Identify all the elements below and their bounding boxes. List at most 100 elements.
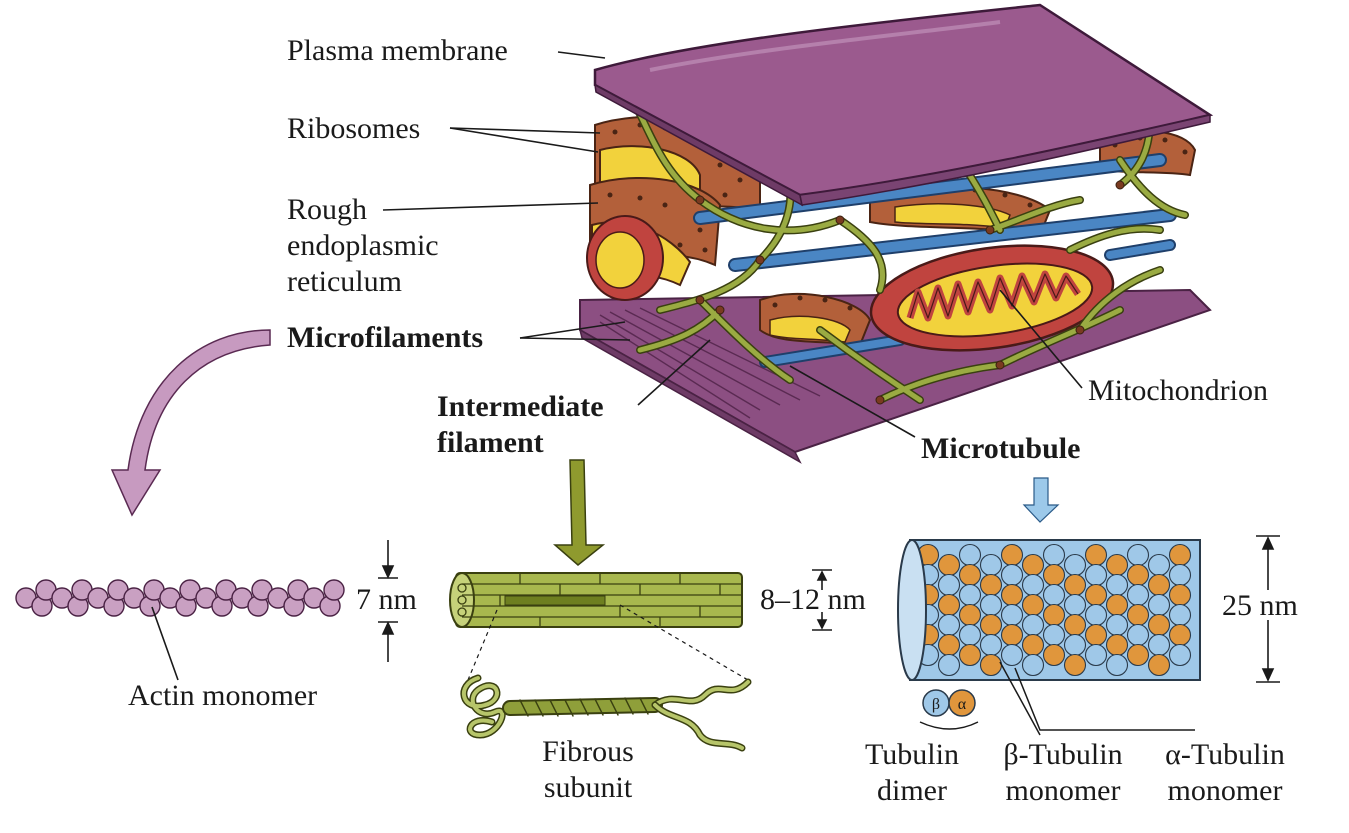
alpha-tubulin-label-line1: α-Tubulin	[1165, 738, 1285, 771]
alpha-tubulin-monomer	[1063, 573, 1087, 597]
alpha-tubulin-monomer	[1000, 543, 1024, 567]
block-microtubules	[693, 153, 1177, 368]
alpha-tubulin-monomer	[1000, 623, 1024, 647]
beta-tubulin-monomer	[1168, 603, 1192, 627]
intermediate-dimension-marks	[812, 569, 832, 631]
beta-tubulin-monomer	[979, 633, 1003, 657]
beta-tubulin-label-line2: monomer	[1005, 774, 1121, 807]
alpha-tubulin-monomer	[979, 653, 1003, 677]
beta-tubulin-monomer	[958, 543, 982, 567]
beta-tubulin-monomer	[1168, 643, 1192, 667]
alpha-tubulin-monomer	[1147, 613, 1171, 637]
beta-symbol: β	[932, 696, 940, 713]
beta-tubulin-monomer	[1063, 553, 1087, 577]
beta-tubulin-monomer	[1021, 613, 1045, 637]
alpha-tubulin-monomer	[1168, 543, 1192, 567]
beta-tubulin-monomer	[1126, 583, 1150, 607]
microtubule-cylinder	[897, 539, 1201, 681]
beta-tubulin-monomer	[1042, 583, 1066, 607]
alpha-tubulin-monomer	[1021, 633, 1045, 657]
beta-tubulin-monomer	[1000, 563, 1024, 587]
microfilaments-label: Microfilaments	[287, 321, 484, 354]
fibrous-subunit-zoom-lines	[467, 604, 749, 681]
intermediate-filament-label-line1: Intermediate	[437, 390, 604, 423]
alpha-tubulin-monomer	[1000, 583, 1024, 607]
microtubule-arrow	[1022, 477, 1060, 523]
rough-er-label-line1: Rough	[287, 193, 368, 226]
beta-tubulin-monomer	[1147, 593, 1171, 617]
rough-er-label-line3: reticulum	[287, 265, 402, 298]
microtubule-dimension-marks	[1256, 535, 1280, 683]
alpha-tubulin-monomer	[979, 573, 1003, 597]
alpha-tubulin-monomer	[1042, 603, 1066, 627]
upper-plasma-membrane	[593, 3, 1214, 207]
alpha-tubulin-monomer	[1105, 633, 1129, 657]
fibrous-subunit-label-line2: subunit	[543, 771, 633, 804]
microtubule-label: Microtubule	[921, 432, 1081, 465]
actin-filament	[15, 579, 345, 617]
alpha-tubulin-monomer	[937, 593, 961, 617]
microtubule-dimension: 25 nm	[1222, 589, 1298, 622]
beta-tubulin-monomer	[1021, 653, 1045, 677]
alpha-tubulin-monomer	[979, 613, 1003, 637]
alpha-tubulin-monomer	[1147, 573, 1171, 597]
microfilament-bundle	[599, 307, 821, 419]
alpha-tubulin-monomer	[1021, 553, 1045, 577]
actin-monomer-label: Actin monomer	[128, 679, 318, 712]
alpha-tubulin-monomer	[1084, 623, 1108, 647]
alpha-symbol: α	[958, 696, 967, 713]
beta-tubulin-monomer	[979, 553, 1003, 577]
tubulin-dimer-icon: β α	[919, 689, 979, 730]
beta-tubulin-monomer	[937, 573, 961, 597]
beta-tubulin-monomer	[937, 653, 961, 677]
alpha-tubulin-monomer	[1084, 583, 1108, 607]
fibrous-subunit	[460, 674, 752, 752]
cell-block	[578, 3, 1214, 464]
beta-tubulin-monomer	[1000, 603, 1024, 627]
beta-tubulin-monomer	[1147, 553, 1171, 577]
microfilament-dimension: 7 nm	[356, 583, 417, 616]
alpha-tubulin-monomer	[1147, 653, 1171, 677]
intermediate-filament-rod	[449, 572, 743, 628]
alpha-tubulin-monomer	[1168, 623, 1192, 647]
fibrous-subunit-label-line1: Fibrous	[542, 735, 634, 768]
actin-dimension-marks	[151, 540, 398, 681]
beta-tubulin-monomer	[1084, 643, 1108, 667]
beta-tubulin-monomer	[958, 623, 982, 647]
alpha-tubulin-monomer	[937, 633, 961, 657]
alpha-tubulin-monomer	[1042, 643, 1066, 667]
alpha-tubulin-monomer	[1063, 613, 1087, 637]
alpha-tubulin-monomer	[1021, 593, 1045, 617]
beta-tubulin-monomer	[958, 583, 982, 607]
small-mitochondrion	[586, 215, 664, 301]
beta-tubulin-monomer	[937, 613, 961, 637]
leader-lines	[382, 51, 1083, 438]
alpha-tubulin-monomer	[1126, 603, 1150, 627]
plasma-membrane-label: Plasma membrane	[287, 34, 508, 67]
alpha-tubulin-monomer	[1105, 553, 1129, 577]
tubulin-leader-lines	[999, 661, 1195, 736]
beta-tubulin-monomer	[1105, 613, 1129, 637]
tubulin-dimer-label-line1: Tubulin	[865, 738, 959, 771]
beta-tubulin-monomer	[1105, 573, 1129, 597]
beta-tubulin-monomer	[1000, 643, 1024, 667]
intermediate-dimension: 8–12 nm	[760, 583, 866, 616]
intermediate-filament-label-line2: filament	[437, 426, 544, 459]
alpha-tubulin-monomer	[1168, 583, 1192, 607]
mitochondrion-label: Mitochondrion	[1088, 374, 1268, 407]
tubulin-dimer-label-line2: dimer	[877, 774, 947, 807]
intermediate-filament-arrow	[552, 459, 606, 566]
ribosomes-label: Ribosomes	[287, 112, 421, 145]
alpha-tubulin-monomer	[1042, 563, 1066, 587]
alpha-tubulin-monomer	[958, 643, 982, 667]
alpha-tubulin-monomer	[1063, 653, 1087, 677]
alpha-tubulin-monomer	[937, 553, 961, 577]
microfilament-arrow	[110, 329, 271, 517]
beta-tubulin-monomer	[1042, 543, 1066, 567]
alpha-tubulin-monomer	[1126, 643, 1150, 667]
beta-tubulin-monomer	[1084, 563, 1108, 587]
alpha-tubulin-monomer	[1126, 563, 1150, 587]
beta-tubulin-monomer	[1042, 623, 1066, 647]
beta-tubulin-monomer	[1126, 623, 1150, 647]
